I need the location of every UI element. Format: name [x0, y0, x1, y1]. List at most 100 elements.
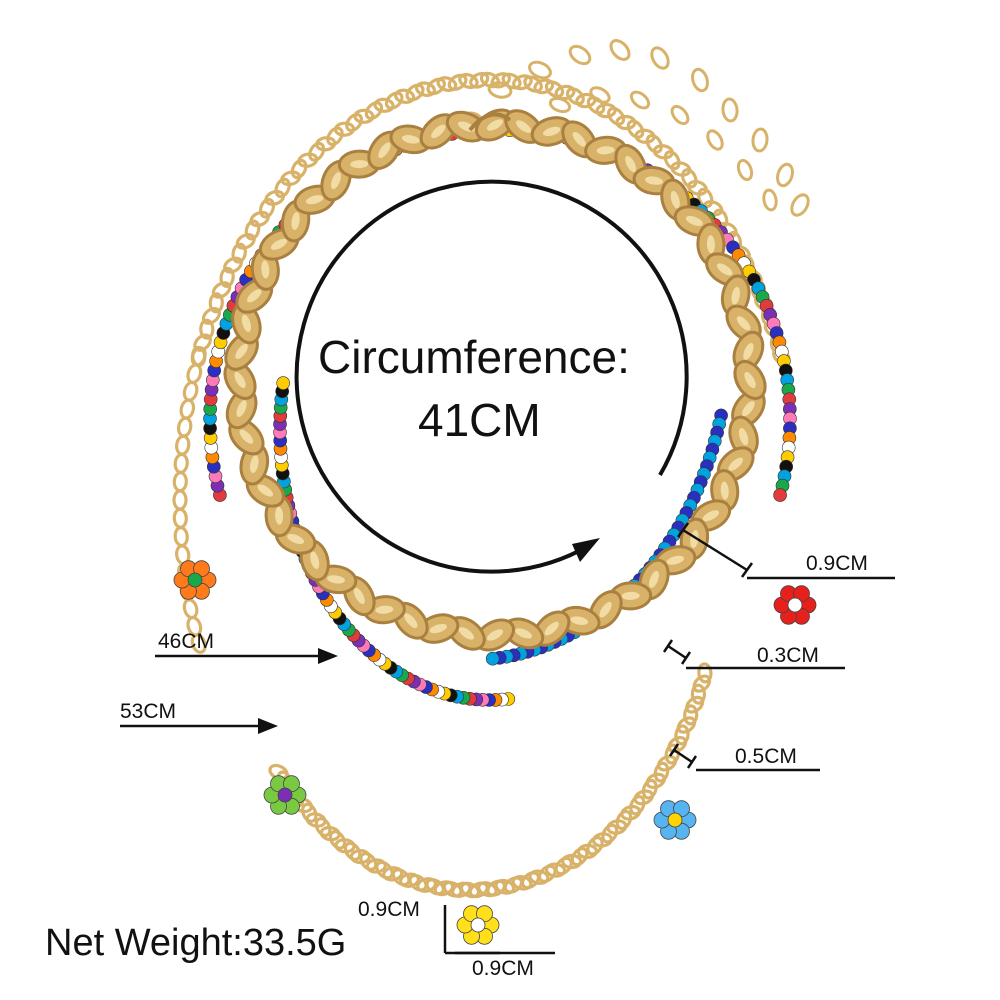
- chain-link: [186, 363, 203, 385]
- cuban-link-highlight: [353, 587, 365, 605]
- chain-link: [520, 871, 541, 890]
- chain-link: [629, 794, 646, 816]
- chain-width-label: 0.9CM: [806, 552, 868, 575]
- extender-link: [670, 104, 690, 126]
- cuban-link-highlight: [378, 142, 391, 159]
- cuban-link-highlight: [486, 119, 504, 131]
- cuban-link-highlight: [744, 371, 756, 389]
- dimension-lines: [120, 522, 895, 955]
- cuban-link-highlight: [404, 613, 418, 629]
- chain-link: [416, 877, 438, 893]
- lobster-clasp: [468, 112, 512, 132]
- chain-link: [244, 219, 261, 241]
- flower-charm-green: [263, 775, 307, 815]
- chain-link: [326, 126, 344, 147]
- chain-link: [575, 92, 597, 109]
- chain-link: [405, 83, 425, 102]
- flower-center: [187, 572, 203, 588]
- cuban-link-highlight: [350, 160, 369, 169]
- cuban-link-highlight: [720, 481, 729, 500]
- chain-link: [479, 71, 501, 89]
- chain-link: [175, 434, 191, 456]
- chain-link: [501, 72, 522, 90]
- cuban-link-highlight: [706, 235, 715, 254]
- chain-link: [490, 72, 512, 89]
- cuban-link-highlight: [305, 195, 324, 205]
- arrow-heads: [258, 648, 338, 734]
- chain-link: [173, 452, 189, 474]
- extender-link: [650, 46, 670, 70]
- chain-link: [173, 526, 189, 548]
- circumference-label: Circumference:: [318, 331, 630, 383]
- cuban-link-highlight: [716, 263, 733, 276]
- cuban-link-highlight: [685, 216, 703, 226]
- cuban-link-highlight: [731, 286, 740, 305]
- chain-link: [408, 873, 428, 892]
- cuban-link-highlight: [246, 289, 262, 303]
- cuban-link-highlight: [738, 428, 749, 446]
- chain-link: [674, 724, 690, 746]
- net-weight-label: Net Weight:33.5G: [45, 922, 347, 964]
- chain-link: [172, 471, 188, 493]
- cuban-link-highlight: [291, 212, 300, 230]
- chain-link: [683, 704, 699, 726]
- chain-link: [301, 802, 318, 823]
- chain-link: [451, 881, 472, 898]
- cuban-link-highlight: [736, 316, 751, 331]
- chain-link: [586, 96, 606, 115]
- chain-link: [384, 91, 404, 110]
- flower-charm-yellow: [456, 905, 500, 945]
- cuban-link-highlight: [429, 623, 447, 634]
- chain-link: [190, 633, 207, 654]
- chain-link: [231, 242, 247, 264]
- chain-link: [426, 77, 446, 96]
- chain-link: [544, 80, 565, 99]
- chain-link: [645, 133, 663, 154]
- cuban-link-highlight: [743, 342, 754, 360]
- chain-link: [523, 75, 543, 93]
- chain-link: [697, 187, 714, 209]
- cuban-link-highlight: [327, 575, 345, 584]
- chain-link: [176, 416, 193, 438]
- chain-link: [314, 817, 332, 837]
- cuban-link-highlight: [544, 621, 559, 636]
- cuban-link-highlight: [702, 510, 720, 522]
- chain-link: [477, 881, 498, 898]
- extender-link: [528, 60, 552, 80]
- cuban-link-highlight: [235, 343, 248, 360]
- chain-link: [607, 106, 626, 126]
- cuban-link-highlight: [596, 146, 615, 155]
- cuban-link-highlight: [666, 555, 685, 565]
- circumference-value: 41CM: [418, 394, 541, 446]
- chain-link: [199, 318, 215, 340]
- cuban-link-highlight: [275, 506, 284, 525]
- bead: [773, 488, 787, 502]
- chain-link: [343, 841, 362, 862]
- chain-length-label: 53CM: [120, 700, 177, 723]
- extender-link: [691, 67, 709, 93]
- chain-link: [681, 168, 698, 189]
- extender-link: [762, 188, 778, 212]
- chain-link: [554, 856, 573, 876]
- chain-link: [190, 346, 207, 367]
- chain-link: [425, 878, 446, 896]
- chain-link: [512, 74, 533, 91]
- chain-link: [442, 880, 463, 898]
- flower-height-label: 0.9CM: [358, 898, 420, 921]
- chain-link: [554, 84, 576, 101]
- chain-link: [208, 292, 224, 314]
- chain-link: [373, 97, 395, 113]
- chain-link: [219, 266, 235, 288]
- cuban-link-highlight: [570, 616, 589, 625]
- cuban-link-highlight: [645, 176, 663, 185]
- cuban-link-highlight: [728, 457, 744, 471]
- chain-link: [308, 141, 326, 162]
- extender-link: [721, 97, 739, 123]
- chain-link: [182, 598, 199, 620]
- cuban-link-chain-41cm: [223, 108, 767, 652]
- cuban-link-highlight: [742, 400, 755, 417]
- cuban-link-highlight: [515, 120, 532, 133]
- extender-link: [568, 44, 592, 66]
- flower-width-label: 0.9CM: [472, 957, 534, 980]
